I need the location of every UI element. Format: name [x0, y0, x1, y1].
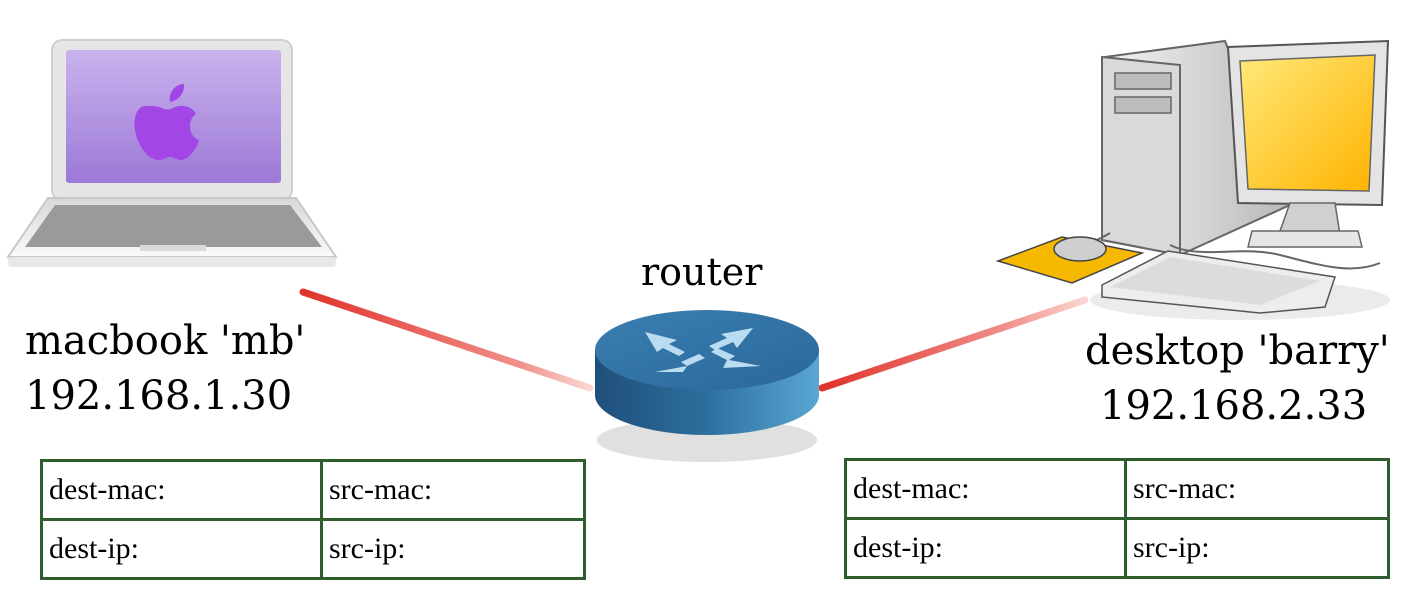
macbook-ip-label: 192.168.1.30 — [25, 373, 293, 419]
dest-mac-cell: dest-mac: — [40, 459, 323, 521]
src-ip-cell: src-ip: — [1124, 517, 1390, 579]
src-mac-cell: src-mac: — [320, 459, 586, 521]
table-row: dest-ip: src-ip: — [40, 518, 586, 580]
router-label: router — [641, 250, 763, 294]
dest-mac-cell: dest-mac: — [844, 458, 1127, 520]
apple-logo-icon — [134, 84, 199, 160]
wire-router-desktop — [818, 296, 1089, 392]
dest-ip-cell: dest-ip: — [844, 517, 1127, 579]
src-mac-cell: src-mac: — [1124, 458, 1390, 520]
table-row: dest-ip: src-ip: — [844, 517, 1390, 579]
dest-ip-cell: dest-ip: — [40, 518, 323, 580]
desktop-name-label: desktop 'barry' — [1085, 328, 1390, 374]
router-icon — [595, 310, 819, 462]
src-ip-cell: src-ip: — [320, 518, 586, 580]
table-row: dest-mac: src-mac: — [40, 459, 586, 521]
table-row: dest-mac: src-mac: — [844, 458, 1390, 520]
right-packet-header-table: dest-mac: src-mac: dest-ip: src-ip: — [844, 458, 1390, 579]
macbook-name-label: macbook 'mb' — [25, 318, 306, 364]
desktop-ip-label: 192.168.2.33 — [1100, 383, 1368, 429]
wire-macbook-router — [299, 288, 594, 392]
desktop-computer-icon — [995, 39, 1390, 320]
left-packet-header-table: dest-mac: src-mac: dest-ip: src-ip: — [40, 459, 586, 580]
laptop-icon — [6, 39, 338, 267]
